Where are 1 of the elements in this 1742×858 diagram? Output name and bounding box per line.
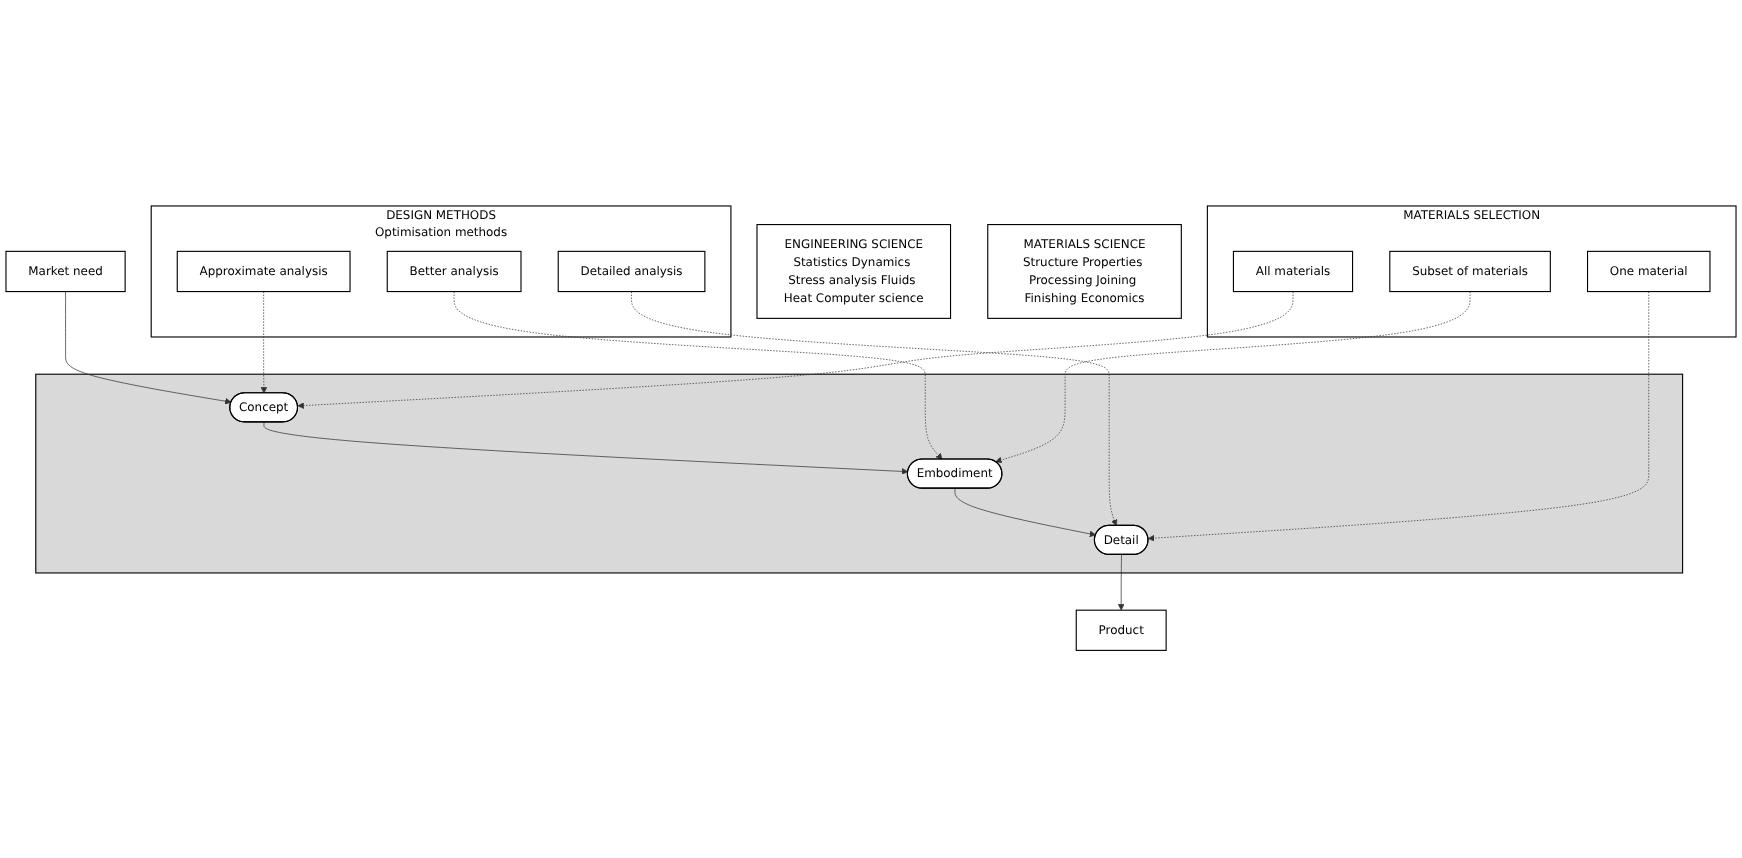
cluster xyxy=(35,374,1684,575)
